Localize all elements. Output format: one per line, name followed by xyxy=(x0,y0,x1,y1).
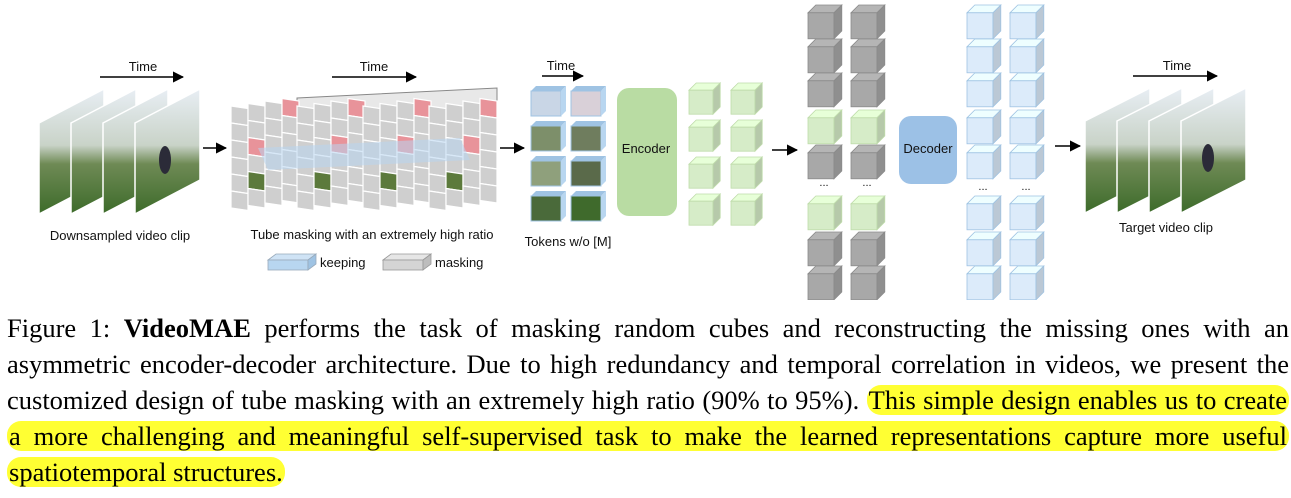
token-cube xyxy=(850,4,886,40)
token-grid xyxy=(530,86,606,222)
token-cube xyxy=(807,265,843,300)
token-cube xyxy=(688,119,722,153)
caption-prefix: Figure 1: xyxy=(7,313,124,343)
token-cube xyxy=(807,195,843,231)
legend-keeping-swatch xyxy=(266,253,318,271)
token-cube xyxy=(1009,195,1045,231)
token-cube xyxy=(730,82,764,116)
token-cube xyxy=(966,144,1002,180)
token-cube xyxy=(850,38,886,74)
token-cube xyxy=(850,72,886,108)
token-cube xyxy=(730,156,764,190)
reconstructed-tokens: ...... xyxy=(966,4,1045,300)
time-label: Time xyxy=(360,59,388,74)
token-cube xyxy=(688,193,722,227)
video-frame xyxy=(1180,86,1247,215)
video-token xyxy=(530,86,566,117)
token-cube xyxy=(730,193,764,227)
token-cube xyxy=(850,195,886,231)
token-cube xyxy=(966,231,1002,267)
video-token xyxy=(570,156,606,187)
legend: keeping masking xyxy=(266,253,483,271)
token-cube xyxy=(850,144,886,180)
token-cube xyxy=(1009,4,1045,40)
caption-model-name: VideoMAE xyxy=(123,313,251,343)
token-cube xyxy=(730,119,764,153)
video-token xyxy=(530,191,566,222)
legend-masking-swatch xyxy=(381,253,433,271)
caption-main-text: performs the task of masking random cube… xyxy=(7,313,1289,415)
video-token xyxy=(570,121,606,152)
decoder-block xyxy=(899,116,957,184)
downsampled-video-clip-label: Downsampled video clip xyxy=(50,228,190,243)
downsampled-video-clip: Time Downsampled video clip xyxy=(38,59,201,243)
ellipsis: ... xyxy=(862,177,871,189)
target-video-clip: Time Target video clip xyxy=(1084,58,1247,235)
legend-masking-label: masking xyxy=(435,255,483,270)
token-cube xyxy=(807,109,843,145)
token-cube xyxy=(850,109,886,145)
ellipsis: ... xyxy=(1021,181,1030,193)
token-cube xyxy=(688,156,722,190)
token-cube xyxy=(1009,144,1045,180)
time-label: Time xyxy=(547,58,575,73)
encoder: Encoder xyxy=(617,88,677,216)
decoder-input-tokens: ...... xyxy=(807,4,886,300)
time-label: Time xyxy=(129,59,157,74)
figure-caption: Figure 1: VideoMAE performs the task of … xyxy=(7,310,1290,490)
video-token xyxy=(570,191,606,222)
token-cube xyxy=(1009,231,1045,267)
legend-keeping-label: keeping xyxy=(320,255,366,270)
tube-masking: Time Tube masking with an extremely high… xyxy=(230,59,498,271)
tokens-label: Tokens w/o [M] xyxy=(525,234,612,249)
visible-tokens: Time Tokens w/o [M] xyxy=(525,58,612,249)
ellipsis: ... xyxy=(978,181,987,193)
video-frame xyxy=(134,87,201,216)
time-arrow: Time xyxy=(332,59,418,83)
token-cube xyxy=(1009,265,1045,300)
token-cube xyxy=(807,231,843,267)
time-arrow: Time xyxy=(1133,58,1219,82)
token-cube xyxy=(807,4,843,40)
time-arrow: Time xyxy=(100,59,185,83)
keep-tube xyxy=(258,138,470,170)
target-video-clip-label: Target video clip xyxy=(1119,220,1213,235)
token-cube xyxy=(807,38,843,74)
video-token xyxy=(530,121,566,152)
token-cube xyxy=(807,144,843,180)
time-arrow: Time xyxy=(542,58,585,82)
token-cube xyxy=(966,195,1002,231)
token-cube xyxy=(1009,38,1045,74)
encoded-tokens xyxy=(688,82,764,227)
token-cube xyxy=(966,38,1002,74)
decoder-label: Decoder xyxy=(903,141,953,156)
video-token xyxy=(530,156,566,187)
token-cube xyxy=(966,109,1002,145)
token-cube xyxy=(966,72,1002,108)
token-cube xyxy=(1009,72,1045,108)
token-cube xyxy=(966,4,1002,40)
token-cube xyxy=(850,265,886,300)
decoder: Decoder xyxy=(899,116,957,184)
time-label: Time xyxy=(1163,58,1191,73)
video-token xyxy=(570,86,606,117)
token-cube xyxy=(850,231,886,267)
encoder-block xyxy=(617,88,677,216)
token-cube xyxy=(807,72,843,108)
videomae-architecture-diagram: Time Downsampled video clip Time Tube ma… xyxy=(38,4,1247,300)
tube-masking-label: Tube masking with an extremely high rati… xyxy=(250,227,493,242)
token-cube xyxy=(966,265,1002,300)
encoder-label: Encoder xyxy=(622,141,671,156)
ellipsis: ... xyxy=(819,177,828,189)
token-cube xyxy=(688,82,722,116)
token-cube xyxy=(1009,109,1045,145)
